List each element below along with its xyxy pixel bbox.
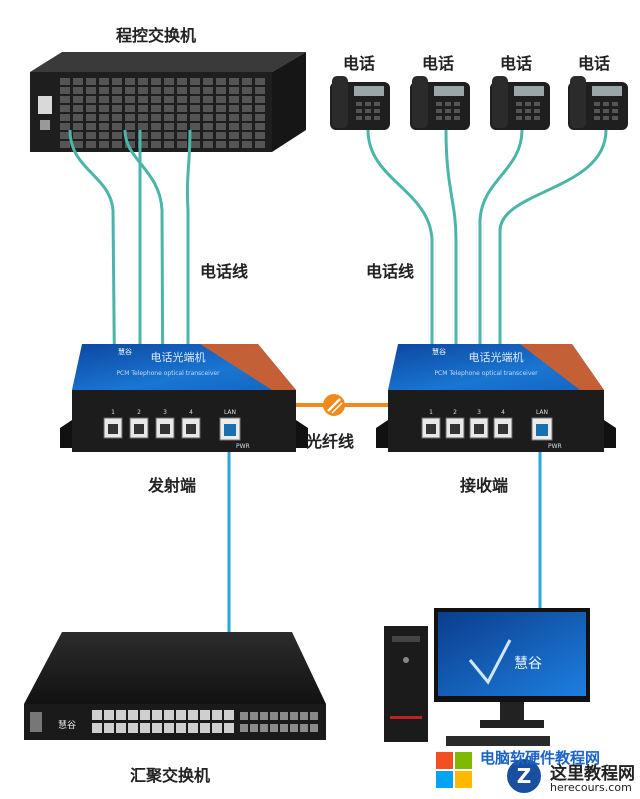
screen-brand: 慧谷 (514, 656, 542, 672)
phone-label-4: 电话 (578, 54, 611, 73)
receiver-subtitle: PCM Telephone optical transceiver (434, 370, 538, 377)
phone-cables-right (366, 129, 608, 425)
telephone-icon (410, 76, 470, 130)
pc-tower (384, 626, 428, 742)
receiver-brand: 慧谷 (432, 347, 446, 356)
receiver-pwr-label: PWR (548, 443, 562, 450)
phone-line-label-right: 电话线 (366, 262, 415, 281)
transmitter-label: 发射端 (148, 476, 197, 495)
telephone-icon (568, 76, 628, 130)
computer-device: 慧谷 (384, 608, 590, 746)
port-number: 2 (453, 409, 457, 416)
aggregation-switch-device: 慧谷 (24, 632, 326, 740)
monitor-screen (438, 612, 586, 696)
fiber-cable (282, 394, 388, 416)
watermark-logo-icon: Z (436, 752, 541, 793)
fiber-label: 光纤线 (306, 432, 355, 451)
watermark-top-text: 电脑软硬件教程网 (480, 749, 601, 767)
transmitter-title: 电话光端机 (151, 350, 206, 364)
receiver-lan-label: LAN (536, 409, 548, 416)
telephone-icon (330, 76, 390, 130)
watermark: 电脑软硬件教程网 这里教程网 herecours.com (432, 745, 640, 799)
receiver-title: 电话光端机 (469, 350, 524, 364)
phone-port[interactable]: 2 (129, 409, 149, 439)
transmitter-lan-label: LAN (224, 409, 236, 416)
phone-port[interactable]: 1 (103, 409, 123, 439)
phone-port[interactable]: 4 (181, 409, 201, 439)
pbx-device (30, 52, 306, 152)
keyboard (446, 736, 550, 746)
phone-group (330, 76, 628, 130)
switch-brand: 慧谷 (58, 719, 76, 731)
phone-port[interactable]: 3 (469, 409, 489, 439)
phone-label-2: 电话 (422, 54, 455, 73)
transmitter-device: 电话光端机 PCM Telephone optical transceiver … (60, 344, 308, 452)
watermark-url: herecours.com (550, 781, 632, 794)
transmitter-brand: 慧谷 (118, 347, 132, 356)
telephone-icon (490, 76, 550, 130)
phone-port[interactable]: 4 (493, 409, 513, 439)
receiver-device: 电话光端机 PCM Telephone optical transceiver … (376, 344, 616, 452)
phone-line-label-left: 电话线 (200, 262, 249, 281)
port-number: 3 (477, 409, 481, 416)
phone-label-1: 电话 (343, 54, 376, 73)
network-cables (227, 428, 542, 632)
port-number: 1 (429, 409, 433, 416)
svg-text:Z: Z (517, 764, 532, 788)
phone-port[interactable]: 1 (421, 409, 441, 439)
port-number: 2 (137, 409, 141, 416)
transmitter-subtitle: PCM Telephone optical transceiver (116, 370, 220, 377)
port-number: 4 (501, 409, 505, 416)
port-number: 3 (163, 409, 167, 416)
phone-port[interactable]: 2 (445, 409, 465, 439)
watermark-name: 这里教程网 (550, 764, 635, 784)
aggregation-switch-label: 汇聚交换机 (130, 766, 211, 785)
phone-port[interactable]: 3 (155, 409, 175, 439)
port-number: 4 (189, 409, 193, 416)
receiver-label: 接收端 (460, 476, 509, 495)
phone-label-3: 电话 (500, 54, 533, 73)
pbx-label: 程控交换机 (116, 26, 197, 45)
transmitter-pwr-label: PWR (236, 443, 250, 450)
port-number: 1 (111, 409, 115, 416)
